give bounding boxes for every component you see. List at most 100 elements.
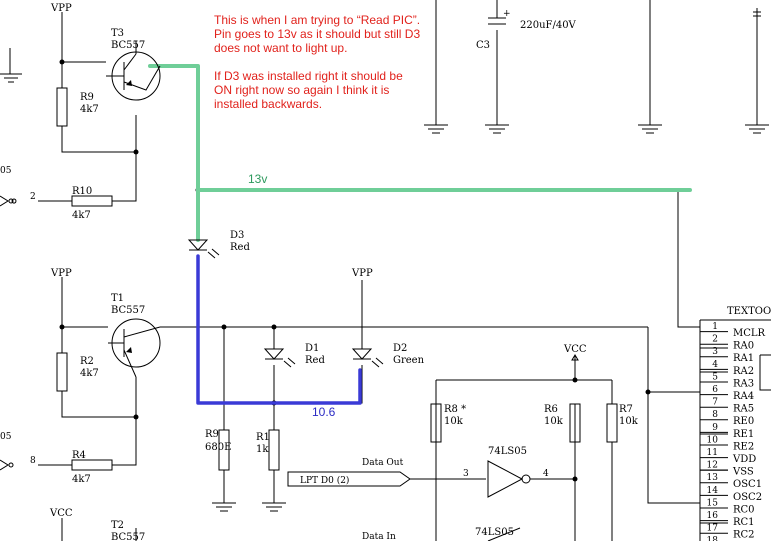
connector-pin-name: RA4 — [733, 391, 754, 402]
r7-ref: R7 — [619, 404, 633, 415]
connector-pin-number: 5 — [712, 372, 718, 382]
connector-pin-name: RE1 — [733, 429, 754, 440]
d1-color: Red — [305, 355, 325, 366]
connector-pin-name: RE2 — [733, 441, 754, 452]
measurement-13v: 13v — [248, 172, 267, 186]
note-line-5: If D3 was installed right it should be — [214, 69, 403, 83]
vpp-label-top: VPP — [50, 3, 72, 14]
note-line-2: Pin goes to 13v as it should but still D… — [214, 27, 420, 41]
t1-ref: T1 — [111, 293, 124, 304]
r9-bottom-value: 680E — [205, 442, 231, 453]
note-line-1: This is when I am trying to “Read PIC”. — [214, 13, 420, 27]
connector-pin-number: 14 — [707, 486, 719, 496]
t3-ref: T3 — [111, 28, 124, 39]
connector-pin-name: OSC2 — [733, 492, 762, 503]
r6-value: 10k — [544, 416, 564, 427]
u1-in-pin: 3 — [463, 469, 469, 479]
connector-pin-number: 15 — [707, 498, 719, 508]
connector-pin-number: 16 — [707, 511, 719, 521]
edge-label-05-bottom: 05 — [0, 432, 12, 442]
d3-color: Red — [230, 242, 250, 253]
t2-type: BC557 — [111, 532, 145, 541]
connector-pin-number: 1 — [712, 322, 718, 332]
vcc-label-bottom: VCC — [49, 508, 73, 519]
d2-ref: D2 — [393, 343, 407, 354]
lpt-d0-label: LPT D0 (2) — [300, 475, 349, 486]
measurement-10-6: 10.6 — [312, 405, 336, 419]
resistor-r6 — [569, 403, 581, 443]
transistor-t3: T3 BC557 — [106, 28, 161, 101]
connector-pin-name: RA3 — [733, 378, 754, 389]
connector-pin-number: 11 — [707, 448, 718, 458]
resistor-r2 — [56, 352, 68, 392]
r10-ref: R10 — [72, 186, 92, 197]
inverter-74ls05: 74LS05 3 4 74LS05 — [463, 446, 549, 538]
connector-pin-number: 7 — [712, 398, 718, 408]
connector-pin-number: 4 — [712, 360, 718, 370]
resistor-r4 — [71, 459, 113, 471]
annotation-note: This is when I am trying to “Read PIC”. … — [214, 13, 420, 111]
connector-pin-name: RA1 — [733, 353, 754, 364]
r9-bottom-ref: R9 — [205, 429, 219, 440]
connector-pin-number: 9 — [712, 423, 718, 433]
green-highlight-path — [148, 64, 692, 242]
capacitor-c3: + 220uF/40V C3 — [476, 9, 577, 51]
r2-ref: R2 — [80, 356, 94, 367]
u1-type: 74LS05 — [488, 446, 527, 457]
r8-ref: R8 * — [444, 404, 466, 415]
r6-ref: R6 — [544, 404, 558, 415]
connector-pin-name: RA0 — [733, 341, 754, 352]
ground-symbols — [0, 8, 769, 512]
r8-value: 10k — [444, 416, 464, 427]
resistor-r9-top — [56, 87, 68, 127]
u2-type: 74LS05 — [475, 527, 514, 538]
connector-pin-number: 2 — [712, 335, 718, 345]
r1-ref: R1 — [256, 432, 270, 443]
r10-value: 4k7 — [72, 210, 91, 221]
connector-pin-name: VDD — [732, 454, 756, 465]
connector-pin-number: 13 — [707, 473, 719, 483]
connector-pin-name: RC1 — [733, 517, 755, 528]
resistor-r9-bottom — [218, 429, 230, 471]
r9-top-ref: R9 — [80, 92, 94, 103]
connector-pin-number: 18 — [707, 536, 719, 541]
connector-pin-name: OSC1 — [733, 479, 762, 490]
pin-label-8: 8 — [30, 456, 36, 466]
vpp-label-d2: VPP — [351, 268, 373, 279]
connector-pin-number: 8 — [712, 410, 718, 420]
d3-ref: D3 — [230, 230, 244, 241]
data-in-label: Data In — [362, 532, 396, 541]
resistor-r8 — [430, 403, 442, 443]
connector-pin-name: RA2 — [733, 366, 754, 377]
edge-label-05-top: 05 — [0, 166, 12, 176]
connector-title: TEXTOO — [727, 306, 771, 317]
c3-polarity: + — [503, 9, 511, 19]
r4-ref: R4 — [72, 450, 86, 461]
connector-pin-name: RC2 — [733, 530, 755, 541]
t1-type: BC557 — [111, 305, 145, 316]
r9-top-value: 4k7 — [80, 104, 99, 115]
textool-connector: TEXTOO 1MCLR2RA03RA14RA25RA36RA47RA58RE0… — [700, 306, 771, 541]
resistor-r10 — [71, 195, 113, 207]
note-line-7: installed backwards. — [214, 97, 322, 111]
connector-pin-number: 12 — [707, 461, 718, 471]
t3-type: BC557 — [111, 40, 145, 51]
transistor-t2: T2 BC557 — [111, 520, 145, 541]
vcc-label-u1: VCC — [563, 344, 587, 355]
vpp-label-t1: VPP — [50, 268, 72, 279]
resistor-r1 — [268, 429, 280, 471]
connector-pin-name: RE0 — [733, 416, 754, 427]
r2-value: 4k7 — [80, 368, 99, 379]
lpt-d0-port: LPT D0 (2) Data Out Data In — [287, 458, 411, 541]
c3-value: 220uF/40V — [520, 20, 577, 31]
power-labels: VPP VPP VPP VCC VCC — [49, 3, 587, 519]
transistor-t1: T1 BC557 — [108, 293, 161, 378]
led-d3: D3 Red — [187, 230, 250, 259]
t2-ref: T2 — [111, 520, 124, 531]
resistors — [56, 87, 618, 471]
connector-pin-name: MCLR — [733, 328, 766, 339]
data-out-label: Data Out — [362, 458, 404, 468]
r1-value: 1k — [256, 444, 269, 455]
connector-pin-number: 10 — [707, 435, 719, 445]
